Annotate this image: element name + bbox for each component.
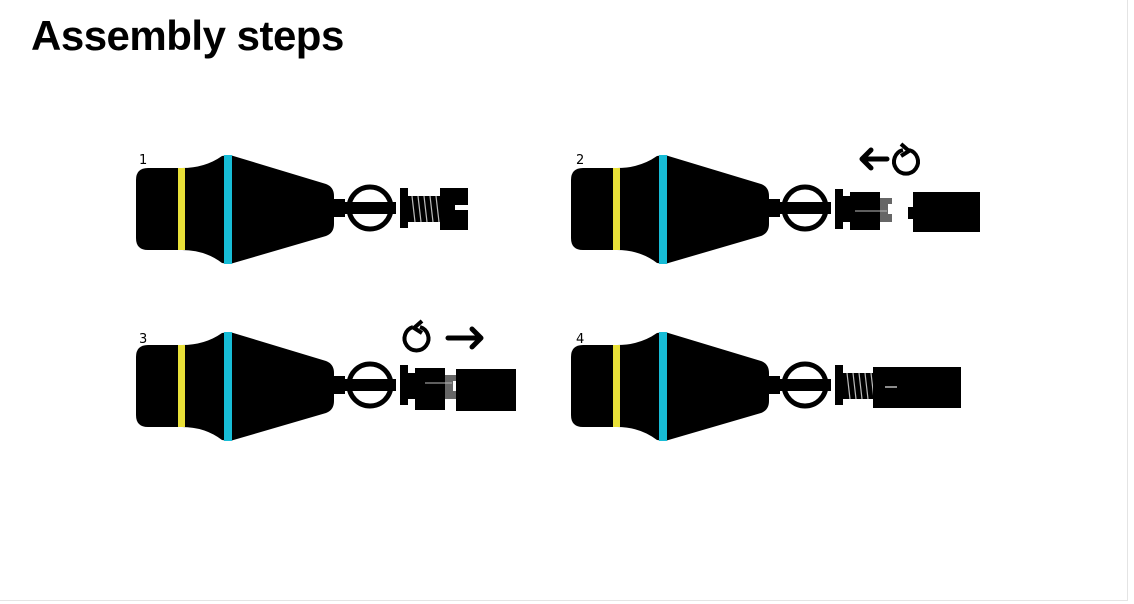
spring-icon bbox=[408, 195, 440, 223]
step-4-label: 4 bbox=[576, 332, 584, 347]
rotate-clockwise-icon bbox=[892, 142, 920, 176]
handle-body bbox=[571, 155, 831, 264]
step-3-label: 3 bbox=[139, 332, 147, 347]
end-cap bbox=[440, 188, 468, 230]
step-2: 2 bbox=[571, 142, 980, 264]
rotate-counterclockwise-icon bbox=[402, 319, 431, 353]
handle-body bbox=[571, 332, 831, 441]
end-cap bbox=[913, 192, 980, 232]
flange bbox=[400, 188, 408, 228]
step-1: 1 bbox=[136, 153, 468, 264]
end-cap bbox=[456, 369, 516, 411]
page-title: Assembly steps bbox=[31, 12, 344, 59]
step-4: 4 bbox=[571, 332, 961, 441]
arrow-right-icon bbox=[445, 326, 484, 350]
step-1-label: 1 bbox=[139, 153, 147, 168]
spring-icon bbox=[843, 372, 875, 400]
handle-body bbox=[136, 155, 396, 264]
arrow-left-icon bbox=[859, 147, 890, 171]
handle-body bbox=[136, 332, 396, 441]
step-2-label: 2 bbox=[576, 153, 584, 168]
step-3: 3 bbox=[136, 319, 516, 441]
